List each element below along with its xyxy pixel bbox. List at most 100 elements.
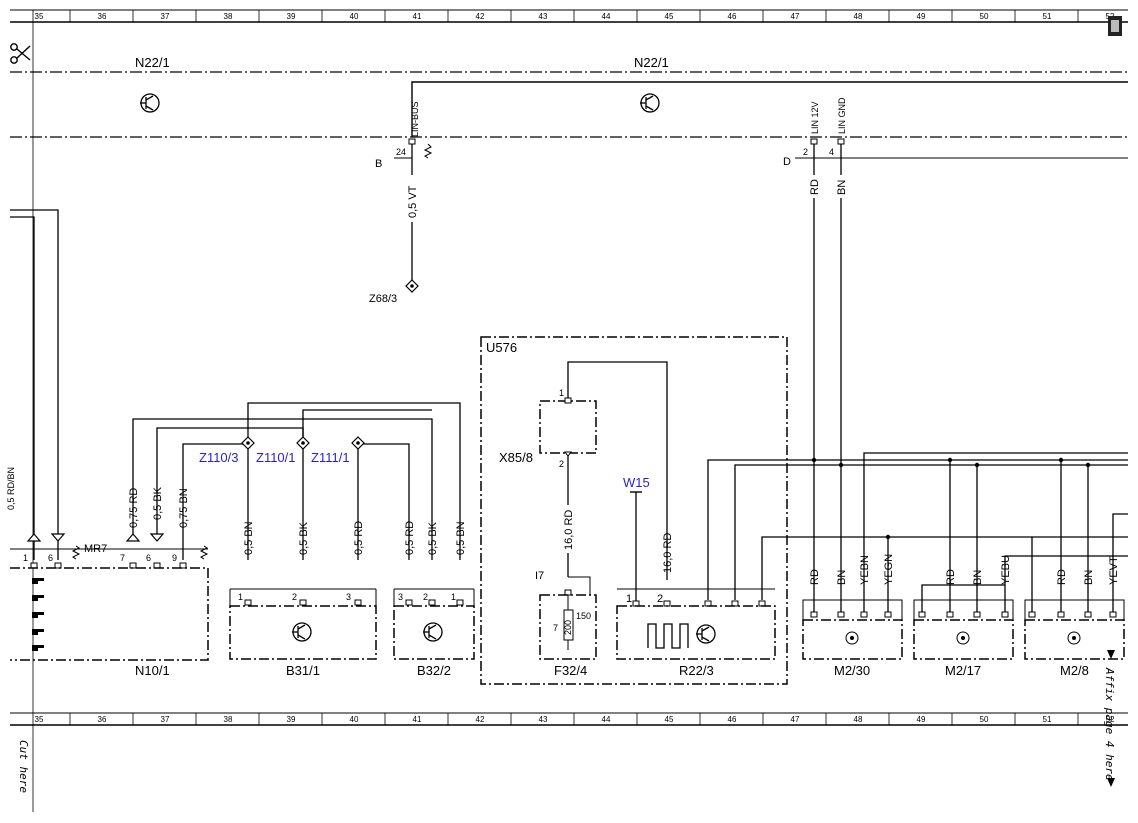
- connector-b-spring: [423, 143, 433, 159]
- b32-pins: [405, 599, 464, 606]
- wire-x85-to-r22: [567, 361, 668, 580]
- bus-wire-2: [734, 464, 1128, 600]
- ruler-column-label: 40: [350, 715, 359, 724]
- r22-label: R22/3: [679, 663, 714, 678]
- ruler-column-label: 43: [539, 12, 548, 21]
- motor-icon: [1067, 631, 1081, 645]
- motor-wire-stubs: [813, 575, 1114, 612]
- bus-wire-6: [1112, 513, 1128, 576]
- ruler-column-label: 49: [917, 715, 926, 724]
- m2-17-wire-yebu: YEBU: [1000, 555, 1012, 585]
- b31-label: B31/1: [286, 663, 320, 678]
- ruler-column-label: 41: [413, 12, 422, 21]
- m2-8-box: [1024, 619, 1125, 660]
- m2-30-wire-bn: BN: [836, 570, 848, 585]
- splice-icon: [241, 436, 255, 450]
- b31-box: [229, 605, 377, 660]
- wire-mr7-7: [132, 418, 433, 560]
- bus-wire-5: [1004, 555, 1128, 576]
- x85-pin-box: [564, 397, 572, 404]
- lin-12v-label: LIN 12V: [810, 101, 820, 134]
- m2-30-wire-rd: RD: [809, 569, 821, 585]
- mr7-wire-1-label: 0,75 RD: [128, 488, 140, 528]
- m2-30-label: M2/30: [834, 663, 870, 678]
- u576-label: U576: [486, 340, 517, 355]
- b31-wire-1-label: 0,5 BN: [243, 521, 255, 555]
- pin-4-label: 4: [829, 147, 834, 157]
- ruler-column-label: 38: [224, 715, 233, 724]
- lin-bus-label: LIN-BUS: [410, 101, 420, 137]
- pointing-hand-icon: [32, 578, 44, 651]
- f32-pin-7: 7: [553, 623, 558, 633]
- r22-pin-2: 2: [657, 593, 663, 605]
- n22-left-label: N22/1: [135, 55, 170, 70]
- connector-d-label: D: [783, 156, 791, 168]
- ruler-column-label: 48: [854, 12, 863, 21]
- junction-dots: [811, 457, 1091, 540]
- terminal-up-icon: [26, 533, 42, 542]
- ruler-column-label: 47: [791, 715, 800, 724]
- pin-2-label: 2: [803, 147, 808, 157]
- b31-pin-2: 2: [292, 592, 297, 602]
- ruler-column-label: 38: [224, 12, 233, 21]
- r22-pin-1: 1: [626, 593, 632, 605]
- ruler-column-label: 36: [98, 12, 107, 21]
- n10-label: N10/1: [135, 663, 170, 678]
- pin-b24: [408, 138, 416, 145]
- ruler-column-label: 50: [980, 12, 989, 21]
- m2-17-wire-bn: BN: [972, 570, 984, 585]
- b32-wire-2-label: 0,5 BK: [427, 521, 439, 555]
- connector-b-label: B: [375, 158, 382, 170]
- splice-z110-3[interactable]: Z110/3: [199, 450, 239, 465]
- ruler-column-label: 42: [476, 715, 485, 724]
- ground-w15[interactable]: W15: [623, 475, 650, 490]
- wire-b31-3-loop: [357, 443, 410, 560]
- ruler-column-label: 45: [665, 715, 674, 724]
- left-wire-b: [10, 216, 35, 560]
- ruler-column-label: 49: [917, 12, 926, 21]
- splice-icon: [351, 436, 365, 450]
- r22-box: [616, 605, 776, 660]
- wire-m217-link: [921, 584, 1005, 600]
- splice-z110-1[interactable]: Z110/1: [256, 450, 296, 465]
- m2-30-wire-yegn: YEGN: [883, 554, 895, 585]
- transistor-icon: [640, 93, 660, 113]
- pin-d2: [810, 138, 818, 145]
- ruler-column-label: 50: [980, 715, 989, 724]
- mr7-pin-7: 7: [120, 553, 125, 563]
- ruler-column-label: 52: [1106, 715, 1115, 724]
- affix-arrow-icon: [1107, 650, 1115, 659]
- m2-8-label: M2/8: [1060, 663, 1089, 678]
- m2-8-wire-yevt: YEVT: [1108, 556, 1120, 585]
- motor-pin-bars: [802, 599, 1125, 620]
- left-wire-a: [10, 209, 59, 560]
- f32-res-label: 200: [563, 620, 573, 635]
- page-corner-icon: [1108, 16, 1122, 36]
- rd-wire-label: RD: [809, 179, 821, 195]
- mr7-pin-6a: 6: [48, 553, 53, 563]
- splice-z111-1[interactable]: Z111/1: [311, 450, 350, 465]
- mr7-spring: [199, 545, 209, 560]
- b32-wire-3-label: 0,5 BN: [455, 521, 467, 555]
- wire-mr7-9: [182, 443, 248, 560]
- lin-gnd-label: LIN GND: [837, 97, 847, 134]
- vt-wire-label: 0,5 VT: [407, 185, 419, 218]
- b32-pin-2: 2: [423, 592, 428, 602]
- b32-label: B32/2: [417, 663, 451, 678]
- bus-wire-4: [863, 452, 1128, 576]
- transistor-icon: [696, 624, 716, 644]
- m2-30-wire-yebn: YEBN: [859, 555, 871, 585]
- ruler-column-label: 39: [287, 715, 296, 724]
- motor-icon: [845, 631, 859, 645]
- b31-pin-1: 1: [238, 592, 243, 602]
- ground-point-label: Z68/3: [369, 293, 397, 305]
- f32-label: F32/4: [554, 663, 587, 678]
- transistor-icon: [140, 93, 160, 113]
- ruler-column-label: 51: [1043, 12, 1052, 21]
- b31-pins: [244, 599, 362, 606]
- terminal-down-icon: [50, 533, 66, 542]
- b32-pin-1: 1: [451, 592, 456, 602]
- f32-box: [539, 594, 597, 660]
